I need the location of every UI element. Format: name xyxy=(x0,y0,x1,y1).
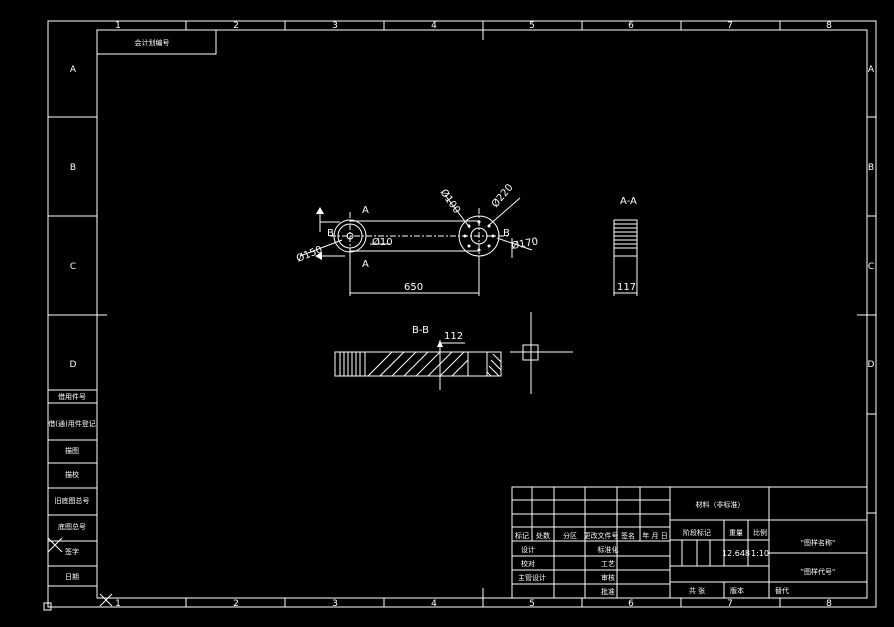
col-bot-4: 4 xyxy=(431,599,437,609)
tb-replace: 替代 xyxy=(775,586,789,595)
dim-d150: Ø150 xyxy=(295,244,325,265)
col-bot-1: 1 xyxy=(115,599,121,609)
row-left-d: D xyxy=(70,360,77,370)
tb-drawing-name: "图样名称" xyxy=(801,538,835,547)
tb-design: 设计 xyxy=(521,545,535,554)
tb-approve: 批准 xyxy=(601,587,615,596)
tb-mark: 标记 xyxy=(515,531,529,540)
tb-total-sheets: 共 张 xyxy=(689,586,705,595)
col-top-2: 2 xyxy=(233,21,239,31)
col-top-7: 7 xyxy=(727,21,733,31)
outer-border xyxy=(47,20,877,608)
cut-label-b-right: B xyxy=(503,228,510,239)
tb-qty: 处数 xyxy=(536,531,550,540)
cut-label-a-top: A xyxy=(362,205,369,216)
tb-material: 材料（非标准） xyxy=(696,500,745,509)
left-strip-label: 日期 xyxy=(65,573,79,581)
row-right-a: A xyxy=(868,65,875,75)
dim-d170: Ø170 xyxy=(510,235,539,252)
section-bb-view xyxy=(334,312,573,394)
bolt-holes xyxy=(463,220,495,252)
col-bot-7: 7 xyxy=(727,599,733,609)
tb-drawing-code: "图样代号" xyxy=(801,567,835,576)
front-view xyxy=(299,194,533,296)
section-aa-label: A-A xyxy=(620,196,637,207)
col-bot-2: 2 xyxy=(233,599,239,609)
tb-chief: 主管设计 xyxy=(518,573,546,582)
inner-border xyxy=(96,29,868,599)
left-strip-label: 旧底图总号 xyxy=(55,496,90,505)
col-bot-6: 6 xyxy=(628,599,634,609)
left-strip-label: 底图总号 xyxy=(58,522,86,531)
left-strip-label: 借(通)用件登记 xyxy=(48,419,95,428)
col-bot-3: 3 xyxy=(332,599,338,609)
col-top-6: 6 xyxy=(628,21,634,31)
tb-weight: 重量 xyxy=(729,529,743,537)
dim-117: 117 xyxy=(617,282,636,293)
col-top-5: 5 xyxy=(529,21,535,31)
col-top-4: 4 xyxy=(431,21,437,31)
tb-scale: 比例 xyxy=(753,528,767,537)
stamp-box xyxy=(96,29,217,55)
title-block-grid xyxy=(511,486,868,599)
tb-review: 审核 xyxy=(601,573,615,582)
section-aa-view xyxy=(613,219,638,296)
dim-d10: Ø10 xyxy=(372,236,393,248)
left-strip xyxy=(48,389,98,598)
dim-d100: Ø100 xyxy=(438,187,463,216)
tb-stage-mark: 阶段标记 xyxy=(683,528,711,537)
tb-change-doc: 更改文件号 xyxy=(584,531,619,540)
tb-version: 版本 xyxy=(730,586,744,595)
left-strip-label: 借用件号 xyxy=(58,392,86,401)
row-right-c: C xyxy=(868,262,874,272)
left-strip-label: 描图 xyxy=(65,446,79,455)
zone-ticks xyxy=(48,21,876,607)
col-bot-5: 5 xyxy=(529,599,535,609)
col-top-3: 3 xyxy=(332,21,338,31)
cut-label-b-left: B xyxy=(327,228,334,239)
left-strip-label: 描校 xyxy=(65,470,79,479)
section-bb-label: B-B xyxy=(412,325,429,336)
col-top-8: 8 xyxy=(826,21,832,31)
tb-date: 年 月 日 xyxy=(642,531,667,540)
row-right-d: D xyxy=(868,360,875,370)
tb-zone: 分区 xyxy=(563,531,577,540)
stamp-text: 会计划编号 xyxy=(135,38,170,47)
tb-sign: 签名 xyxy=(621,531,635,540)
tb-std: 标准化 xyxy=(598,545,619,554)
dim-650: 650 xyxy=(404,282,423,293)
dim-112: 112 xyxy=(444,331,463,342)
origin-cross xyxy=(43,537,113,611)
row-right-b: B xyxy=(868,163,874,173)
col-bot-8: 8 xyxy=(826,599,832,609)
tb-check: 校对 xyxy=(521,559,535,568)
left-strip-label: 签字 xyxy=(65,547,79,556)
row-left-b: B xyxy=(70,163,76,173)
tb-scale-value: 1:10 xyxy=(751,549,769,558)
row-left-a: A xyxy=(70,65,77,75)
row-left-c: C xyxy=(70,262,76,272)
tb-weight-value: 12.648 xyxy=(722,549,750,558)
tb-process: 工艺 xyxy=(601,560,615,568)
col-top-1: 1 xyxy=(115,21,121,31)
cut-label-a-bottom: A xyxy=(362,259,369,270)
